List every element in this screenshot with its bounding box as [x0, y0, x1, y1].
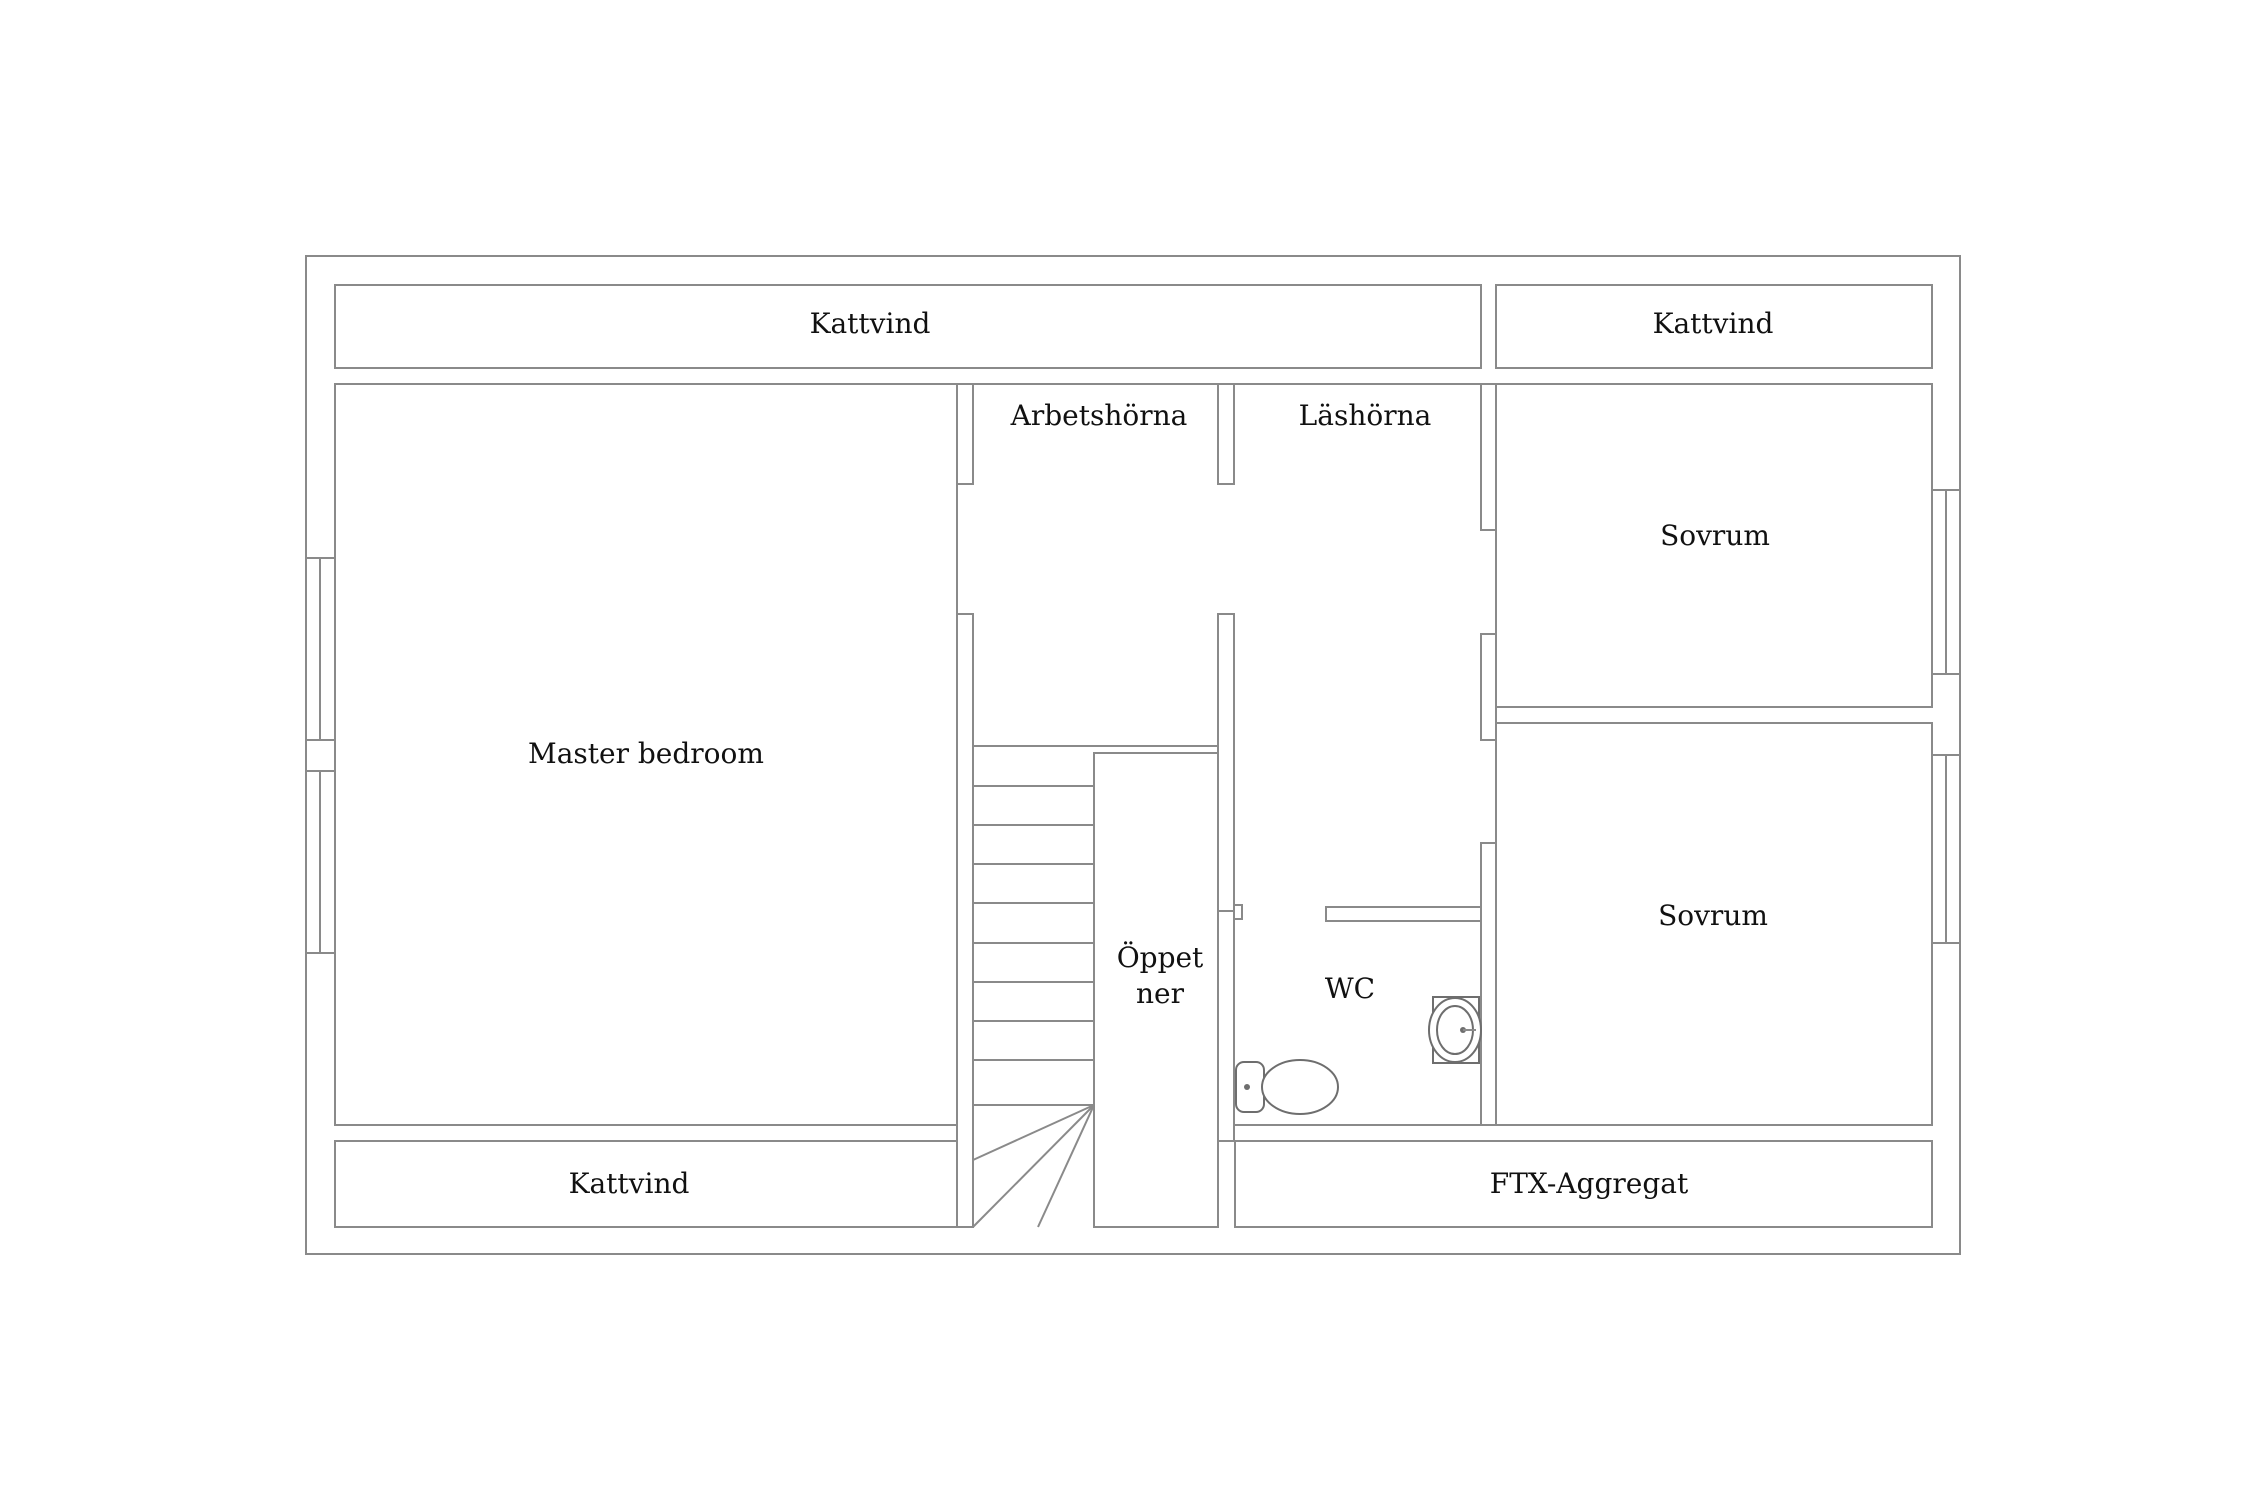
room-ftx-aggregat	[1234, 1140, 1933, 1228]
label-sovrum-upper: Sovrum	[1660, 519, 1770, 552]
room-master-bedroom	[334, 383, 958, 1126]
window-left-lower	[305, 770, 336, 954]
room-kattvind-top-left	[334, 284, 1482, 369]
staircase	[972, 745, 1095, 1228]
label-oppet-ner-line2: ner	[1136, 977, 1185, 1010]
window-left-upper	[305, 557, 336, 741]
wall-sovrum-upper-stub	[1480, 633, 1497, 741]
room-sovrum-upper	[1495, 383, 1933, 708]
label-wc: WC	[1325, 972, 1375, 1005]
sink-icon	[1428, 996, 1482, 1064]
wall-sovrum-lower-stub	[1480, 842, 1497, 1126]
wall-stair-right	[1217, 613, 1235, 912]
room-sovrum-lower	[1495, 722, 1933, 1126]
label-arbetshorna: Arbetshörna	[1010, 399, 1188, 432]
window-right-lower	[1931, 754, 1961, 944]
label-oppet-ner-line1: Öppet	[1117, 940, 1204, 974]
label-ftx-aggregat: FTX-Aggregat	[1490, 1167, 1689, 1200]
window-right-upper	[1931, 489, 1961, 675]
open-void	[1093, 752, 1219, 1228]
label-lashorna: Läshörna	[1299, 399, 1432, 432]
wall-nib	[1233, 904, 1243, 920]
wall-stub-lashorna-right	[1480, 383, 1497, 531]
room-kattvind-top-right	[1495, 284, 1933, 369]
label-kattvind-bottom: Kattvind	[569, 1167, 690, 1200]
wc-wall	[1325, 906, 1482, 922]
arbetshorna-outline	[972, 383, 1219, 484]
label-master-bedroom: Master bedroom	[528, 737, 764, 770]
label-sovrum-lower: Sovrum	[1658, 899, 1768, 932]
wall-stub-arbets-right	[1217, 383, 1235, 485]
wall-hall-right-lower	[1217, 910, 1235, 1142]
wall-stub-arbets-left	[956, 383, 974, 485]
label-kattvind-top-right: Kattvind	[1653, 307, 1774, 340]
label-kattvind-top-left: Kattvind	[810, 307, 931, 340]
wall-stair-left	[956, 613, 974, 1228]
toilet-icon	[1235, 1059, 1339, 1115]
room-kattvind-bottom	[334, 1140, 958, 1228]
